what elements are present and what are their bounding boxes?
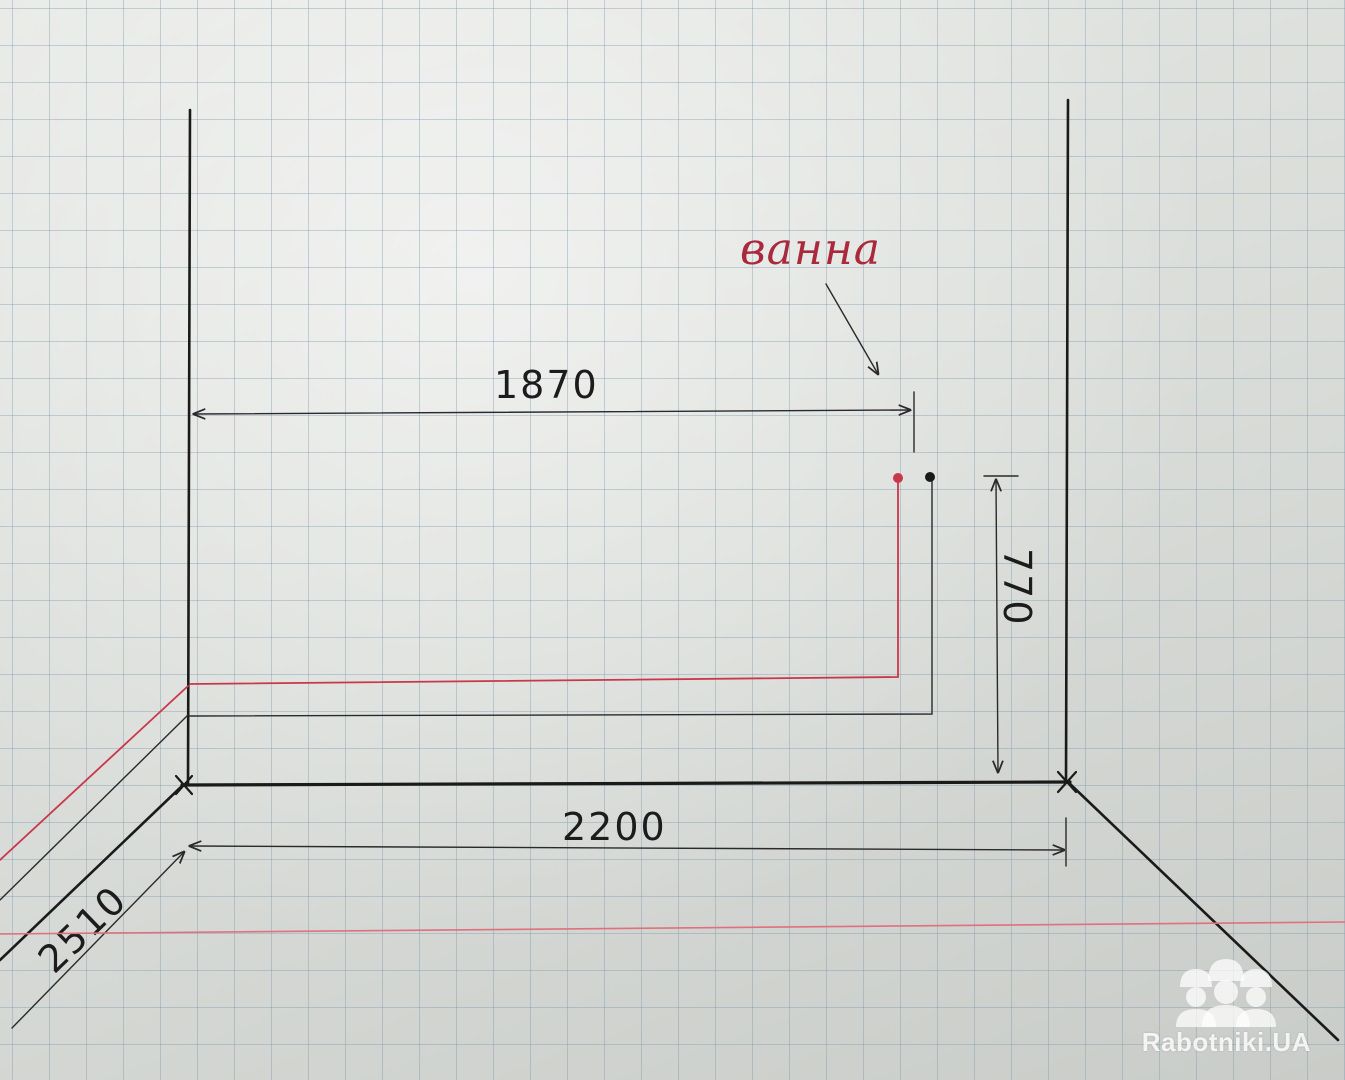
floor-line bbox=[180, 780, 1072, 787]
bath-pointer-arrow bbox=[825, 283, 878, 374]
dim-line-2200 bbox=[190, 846, 1064, 850]
dim-label-2200: 2200 bbox=[562, 805, 667, 849]
bath-label: ванна bbox=[740, 224, 881, 275]
cold-pipe-outlet bbox=[925, 472, 935, 482]
right-wall-edge bbox=[1064, 98, 1070, 784]
dim-line-2510 bbox=[11, 852, 184, 1029]
watermark: Rabotniki.UA bbox=[1142, 947, 1311, 1058]
left-corner-mark bbox=[174, 774, 194, 796]
paper-margin-line bbox=[0, 921, 1345, 935]
left-wall-edge bbox=[186, 108, 192, 787]
dim-label-1870: 1870 bbox=[494, 363, 599, 407]
dim-label-2510: 2510 bbox=[30, 877, 136, 981]
dim-line-770 bbox=[996, 480, 998, 772]
left-wall-red-pipe bbox=[0, 685, 189, 861]
cold-pipe-route bbox=[189, 479, 933, 717]
hot-pipe-route bbox=[189, 479, 899, 685]
watermark-text: Rabotniki.UA bbox=[1141, 1027, 1311, 1057]
left-floor-perspective bbox=[0, 784, 184, 962]
left-wall-pipe-line bbox=[0, 714, 189, 901]
hot-pipe-outlet bbox=[893, 473, 903, 483]
right-floor-perspective bbox=[1066, 780, 1340, 1042]
dim-label-770: 770 bbox=[995, 548, 1039, 627]
dim-line-1870 bbox=[194, 410, 910, 414]
workers-helmet-logo-icon bbox=[1176, 959, 1277, 1027]
